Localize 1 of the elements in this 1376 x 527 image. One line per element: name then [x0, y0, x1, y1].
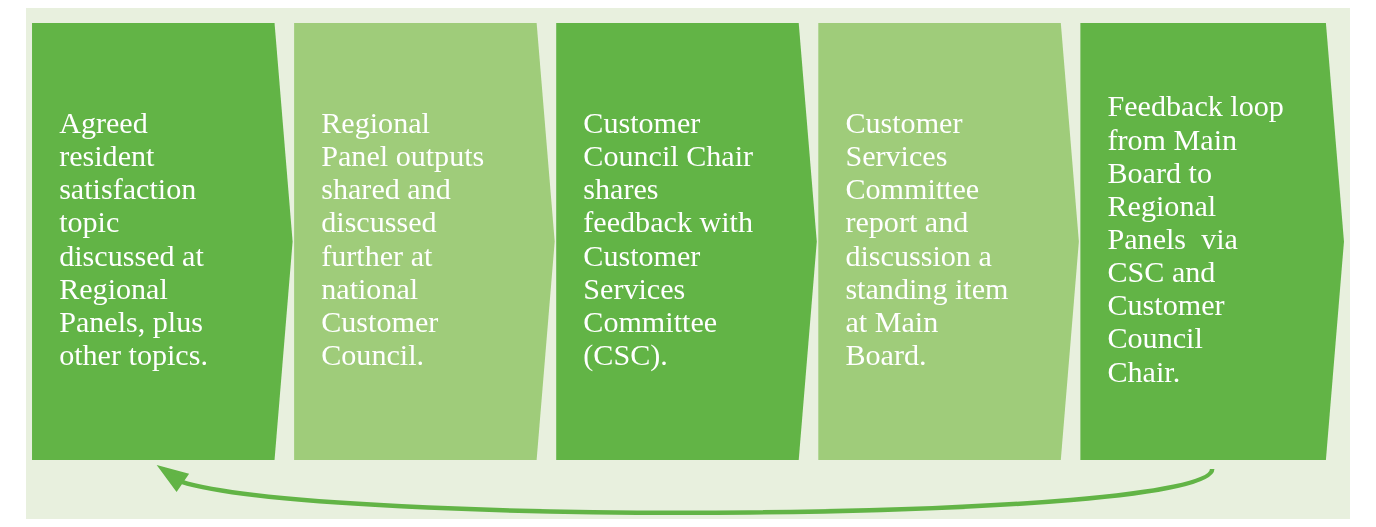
arrow [156, 465, 1214, 515]
